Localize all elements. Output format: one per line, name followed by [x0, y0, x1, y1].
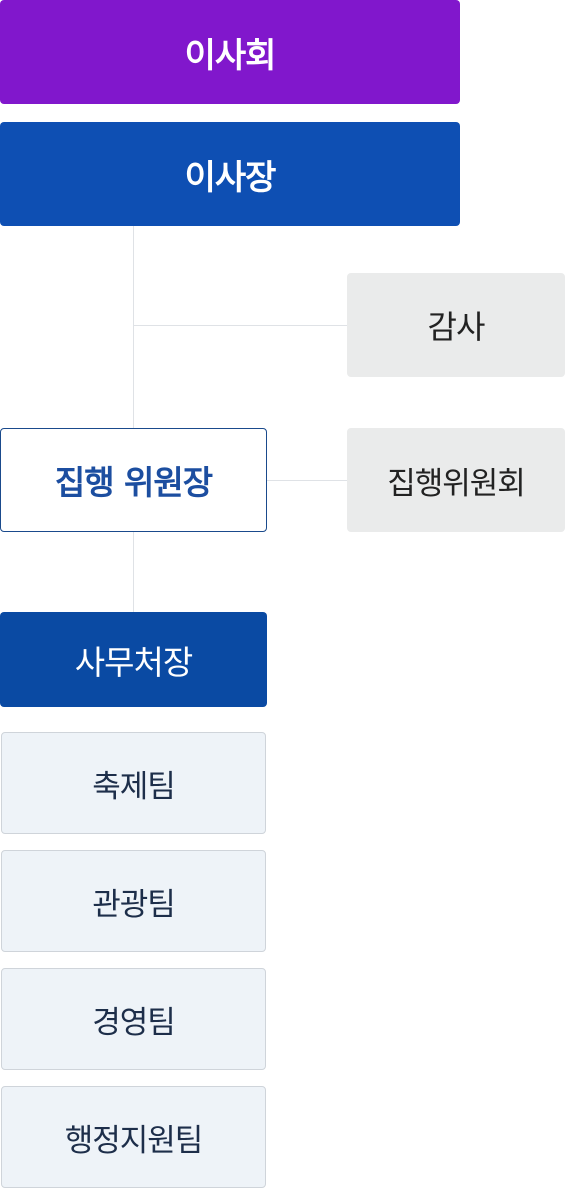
- connector-chairman-to-executive-chair: [133, 226, 134, 428]
- team-label: 행정지원팀: [64, 1122, 204, 1159]
- audit-label: 감사: [427, 308, 486, 346]
- chairman-node: 이사장: [0, 122, 460, 226]
- board-node: 이사회: [0, 0, 460, 104]
- audit-node: 감사: [347, 273, 565, 377]
- team-festival-node: 축제팀: [1, 732, 266, 834]
- connector-to-audit: [133, 325, 347, 326]
- connector-to-executive-committee: [267, 480, 347, 481]
- team-tourism-node: 관광팀: [1, 850, 266, 952]
- team-label: 관광팀: [92, 886, 176, 923]
- secretary-general-node: 사무처장: [0, 612, 267, 707]
- executive-committee-label: 집행위원회: [387, 465, 526, 502]
- team-admin-support-node: 행정지원팀: [1, 1086, 266, 1188]
- secretary-general-label: 사무처장: [74, 642, 193, 682]
- team-label: 경영팀: [92, 1004, 176, 1041]
- team-management-node: 경영팀: [1, 968, 266, 1070]
- connector-executive-chair-to-secretary: [133, 532, 134, 612]
- chairman-label: 이사장: [184, 157, 277, 198]
- executive-chair-label: 집행 위원장: [54, 463, 213, 502]
- team-label: 축제팀: [92, 768, 176, 805]
- executive-committee-node: 집행위원회: [347, 428, 565, 532]
- executive-chair-node: 집행 위원장: [0, 428, 267, 532]
- board-label: 이사회: [184, 35, 277, 76]
